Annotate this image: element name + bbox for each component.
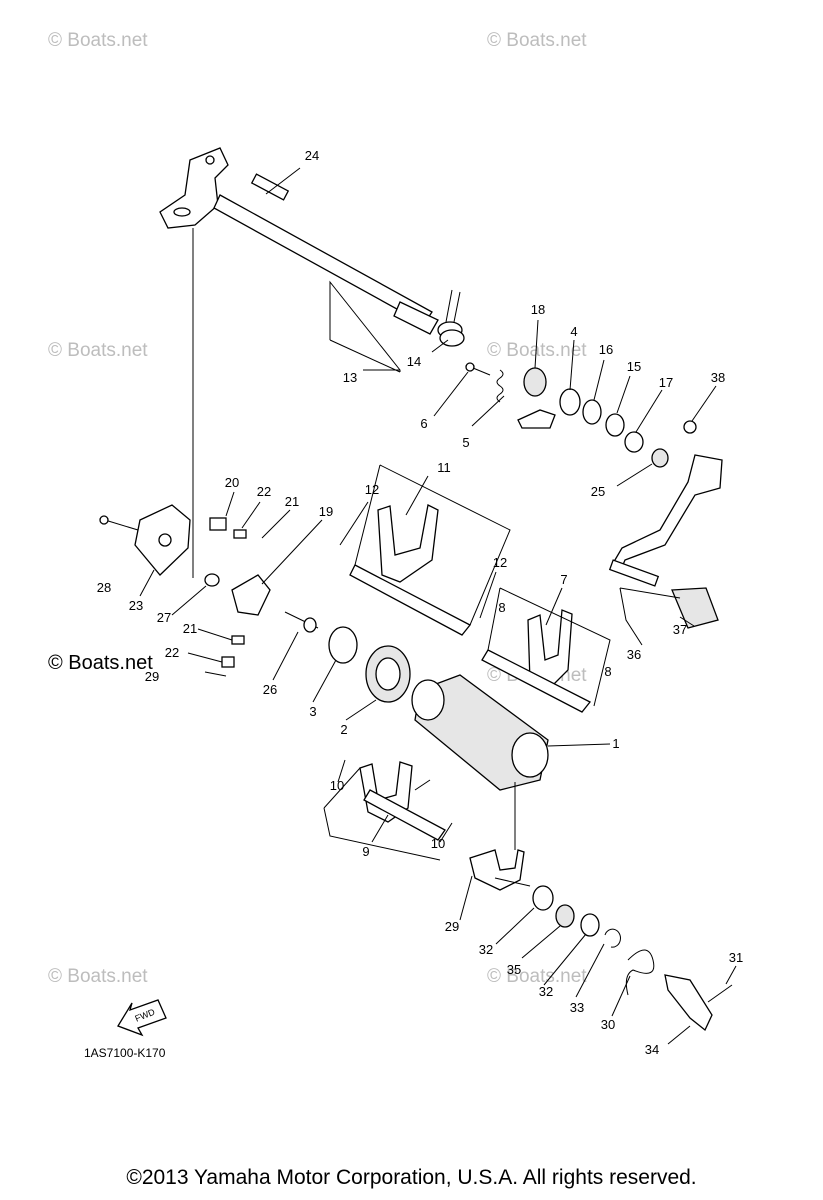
callout-27: 27 (157, 610, 171, 625)
fwd-arrow-icon: FWD (117, 999, 167, 1037)
callout-28: 28 (97, 580, 111, 595)
callout-5: 5 (462, 435, 469, 450)
callout-25: 25 (591, 484, 605, 499)
callout-19: 19 (319, 504, 333, 519)
watermark: © Boats.net (48, 966, 148, 987)
spring-parts (437, 289, 504, 403)
callout-21: 21 (285, 494, 299, 509)
callout-14: 14 (407, 354, 421, 369)
callout-20: 20 (225, 475, 239, 490)
shift-pedal (608, 420, 723, 629)
callout-2: 2 (340, 722, 347, 737)
callout-31: 31 (729, 950, 743, 965)
leader-lines (139, 167, 737, 1045)
callout-10: 10 (431, 836, 445, 851)
callout-22: 22 (257, 484, 271, 499)
callout-21: 21 (183, 621, 197, 636)
callout-26: 26 (263, 682, 277, 697)
shift-shaft (159, 147, 439, 578)
callout-22: 22 (165, 645, 179, 660)
copyright-notice: ©2013 Yamaha Motor Corporation, U.S.A. A… (126, 1166, 697, 1189)
callout-29: 29 (145, 669, 159, 684)
watermark: © Boats.net (487, 966, 587, 987)
callout-38: 38 (711, 370, 725, 385)
callout-11: 11 (437, 460, 451, 475)
callout-7: 7 (560, 572, 567, 587)
callout-35: 35 (507, 962, 521, 977)
watermark: © Boats.net (487, 30, 587, 51)
shift-drum (328, 626, 549, 791)
watermark-dark: © Boats.net (48, 652, 153, 674)
callout-23: 23 (129, 598, 143, 613)
callout-37: 37 (673, 622, 687, 637)
callout-18: 18 (531, 302, 545, 317)
pin (284, 611, 319, 633)
callout-6: 6 (420, 416, 427, 431)
callout-17: 17 (659, 375, 673, 390)
callout-3: 3 (309, 704, 316, 719)
callout-9: 9 (362, 844, 369, 859)
callout-32: 32 (539, 984, 553, 999)
callout-34: 34 (645, 1042, 659, 1057)
shift-forks (349, 504, 592, 841)
callout-10: 10 (330, 778, 344, 793)
shift-guide-group (469, 849, 733, 1032)
callout-12: 12 (365, 482, 379, 497)
callouts: 24 13 14 18 4 16 15 17 38 6 5 25 11 12 1… (97, 148, 743, 1057)
callout-15: 15 (627, 359, 641, 374)
callout-30: 30 (601, 1017, 615, 1032)
stopper-parts (99, 504, 271, 677)
diagram-code: 1AS7100-K170 (84, 1046, 166, 1060)
callout-29: 29 (445, 919, 459, 934)
callout-33: 33 (570, 1000, 584, 1015)
callout-36: 36 (627, 647, 641, 662)
callout-16: 16 (599, 342, 613, 357)
watermark: © Boats.net (48, 340, 148, 361)
callout-24: 24 (305, 148, 319, 163)
callout-32: 32 (479, 942, 493, 957)
callout-8: 8 (498, 600, 505, 615)
callout-8: 8 (604, 664, 611, 679)
watermark: © Boats.net (48, 30, 148, 51)
callout-12: 12 (493, 555, 507, 570)
shaft-hardware (517, 367, 644, 453)
watermark: © Boats.net (487, 340, 587, 361)
callout-1: 1 (612, 736, 619, 751)
callout-4: 4 (570, 324, 577, 339)
callout-13: 13 (343, 370, 357, 385)
